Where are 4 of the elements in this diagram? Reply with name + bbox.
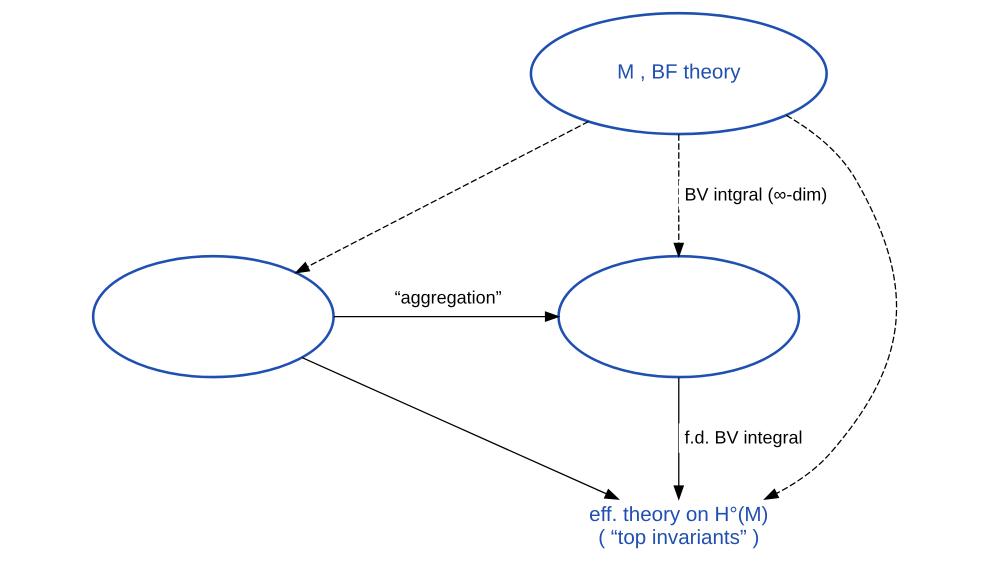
edge-label: BV intgral (∞-dim) <box>684 184 827 205</box>
node-text: eff. theory on H°(M) ( “top invariants” ) <box>588 502 768 549</box>
edge-label: f.d. BV integral <box>684 428 802 448</box>
edge-label: “aggregation” <box>394 287 502 308</box>
